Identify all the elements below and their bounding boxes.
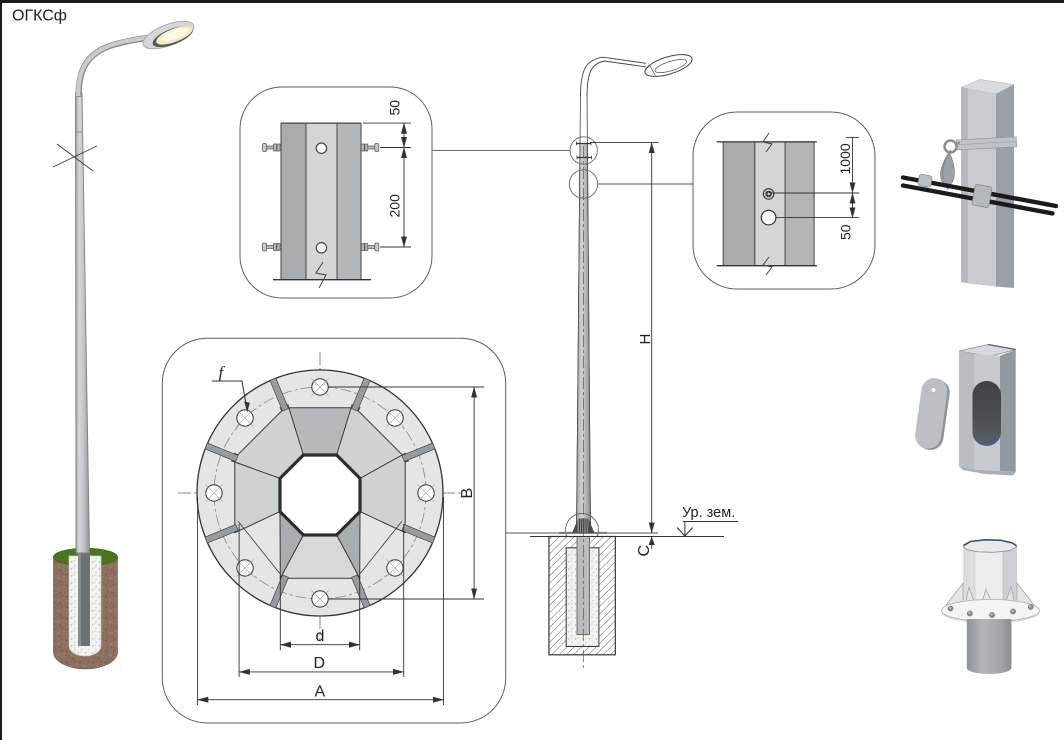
svg-text:d: d xyxy=(316,628,325,645)
svg-text:f: f xyxy=(219,363,226,382)
svg-text:A: A xyxy=(315,684,326,701)
svg-text:D: D xyxy=(314,655,326,672)
svg-text:Ур. зем.: Ур. зем. xyxy=(682,505,735,521)
svg-text:50: 50 xyxy=(387,100,403,116)
svg-text:ОГКСф: ОГКСф xyxy=(12,8,67,25)
svg-text:C: C xyxy=(636,545,653,557)
svg-text:B: B xyxy=(459,488,476,499)
svg-text:50: 50 xyxy=(838,224,854,240)
svg-text:200: 200 xyxy=(387,194,403,218)
svg-text:H: H xyxy=(637,334,654,345)
svg-text:1000: 1000 xyxy=(837,143,853,174)
